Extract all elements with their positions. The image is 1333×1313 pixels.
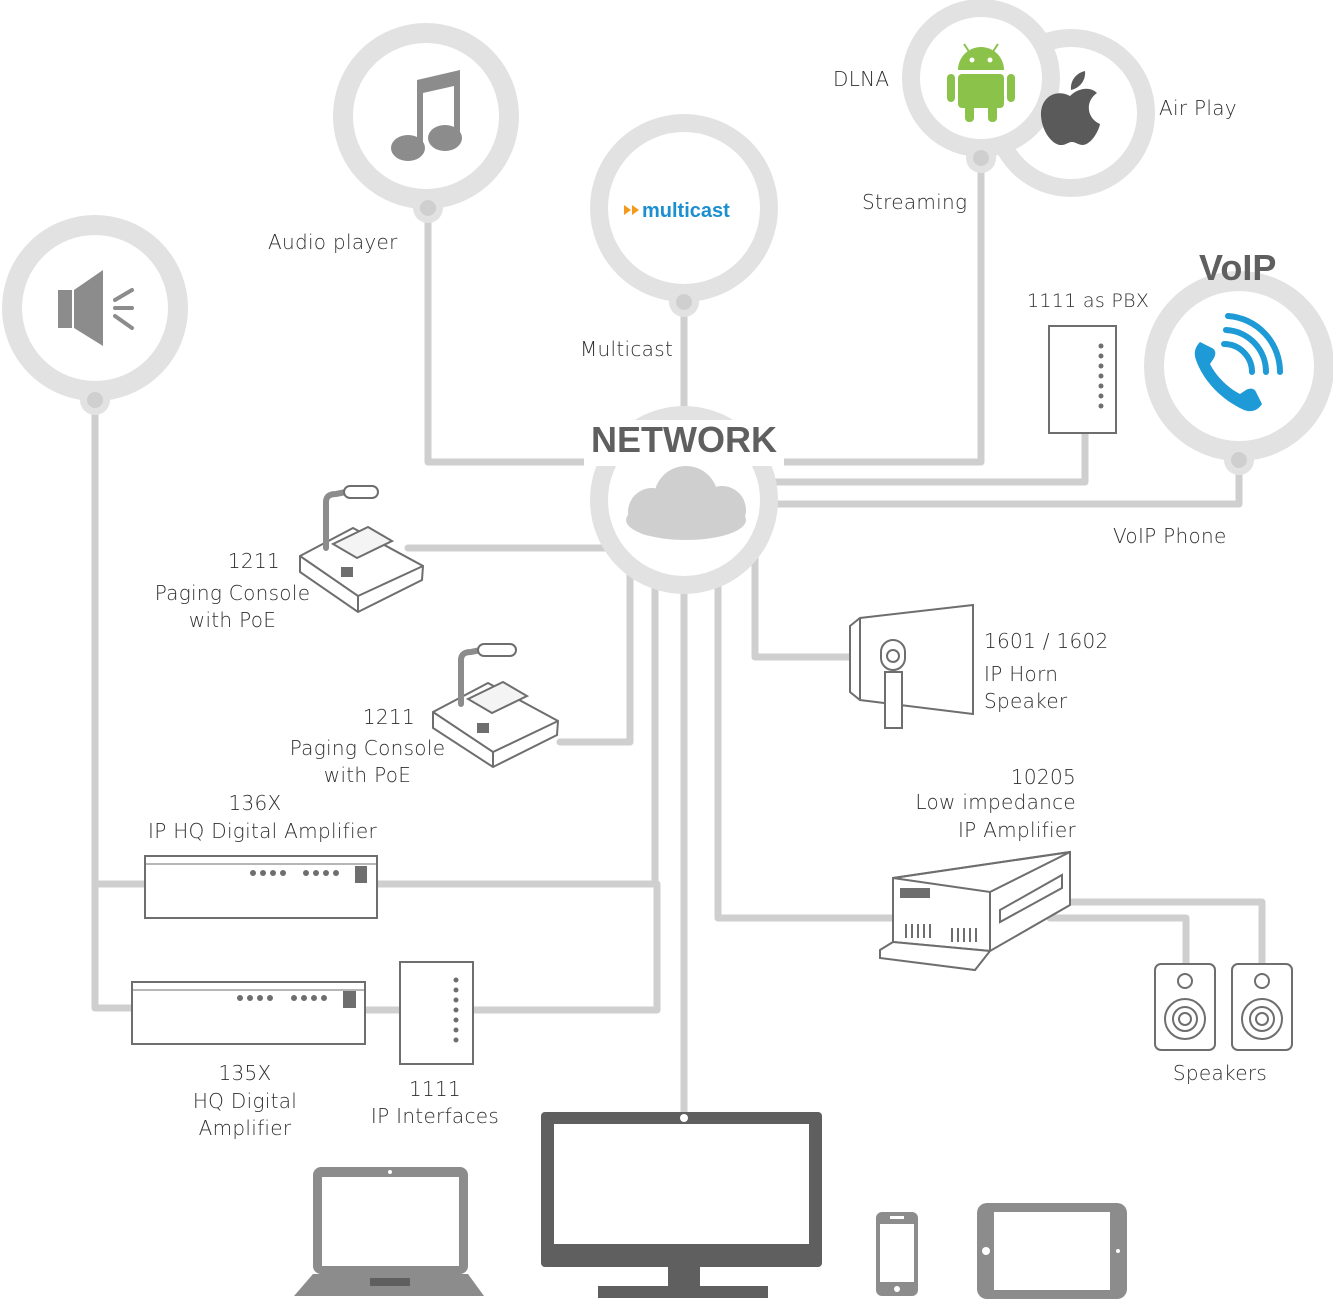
apple-icon	[1040, 71, 1100, 146]
ipif-line1: IP Interfaces	[370, 1104, 500, 1128]
amp135-model: 135X	[218, 1061, 272, 1085]
line-speaker-right	[1046, 898, 1266, 970]
amp135-line1: HQ Digital	[192, 1089, 298, 1113]
multicast-logo: multicast	[624, 200, 730, 222]
ipif-model: 1111	[408, 1077, 462, 1101]
console1-line1: Paging Console	[154, 581, 311, 605]
tablet-icon	[977, 1203, 1127, 1299]
speaker-right	[1231, 963, 1293, 1051]
amp10205-line2: IP Amplifier	[957, 818, 1076, 842]
connection-lines	[91, 158, 1266, 1116]
laptop-icon	[294, 1167, 484, 1296]
horn-line1: IP Horn	[984, 662, 1059, 686]
voip-source	[1144, 271, 1333, 475]
speaker-left	[1154, 963, 1216, 1051]
pbx-device	[1048, 325, 1117, 434]
monitor-icon	[541, 1112, 822, 1298]
streaming-source	[902, 0, 1155, 197]
console2-model: 1211	[362, 705, 415, 729]
network-title: NETWORK	[591, 419, 777, 460]
multicast-logo-text: multicast	[642, 200, 730, 222]
pbx-label: 1111 as PBX	[1027, 290, 1150, 312]
audio-player-label: Audio player	[268, 230, 398, 254]
multicast-label: Multicast	[580, 337, 674, 361]
airplay-label: Air Play	[1159, 96, 1237, 120]
network-hub: NETWORK	[584, 406, 784, 594]
multicast-source: multicast	[590, 114, 778, 317]
amplifier-135x	[131, 981, 366, 1045]
speakers-label: Speakers	[1172, 1061, 1268, 1085]
speaker-pair	[1154, 963, 1293, 1051]
amp10205-model: 10205	[1010, 765, 1076, 789]
cloud-icon	[626, 466, 746, 540]
paging-console-2	[432, 643, 560, 769]
voip-title: VoIP	[1199, 247, 1277, 288]
speaker-source	[2, 215, 188, 415]
line-horn	[751, 541, 856, 661]
phone-icon	[1194, 313, 1284, 412]
amp136-line1: IP HQ Digital Amplifier	[148, 819, 377, 843]
line-streaming	[766, 158, 985, 466]
voip-phone-label: VoIP Phone	[1113, 524, 1227, 548]
music-note-icon	[391, 70, 462, 161]
console2-line2: with PoE	[323, 763, 412, 787]
line-speaker-left	[1046, 914, 1190, 970]
console1-line2: with PoE	[188, 608, 277, 632]
console2-line1: Paging Console	[289, 736, 446, 760]
horn-line2: Speaker	[984, 689, 1068, 713]
horn-speaker	[849, 603, 974, 729]
paging-console-1	[299, 485, 425, 614]
streaming-label: Streaming	[862, 190, 968, 214]
console1-model: 1211	[227, 549, 280, 573]
horn-model: 1601 / 1602	[984, 629, 1109, 653]
audio-player-source	[333, 23, 519, 223]
line-pbx	[766, 430, 1089, 486]
ip-interface-1111	[399, 961, 474, 1065]
amp135-line2: Amplifier	[198, 1116, 292, 1140]
amplifier-10205	[879, 850, 1071, 972]
line-speaker-icon	[91, 396, 136, 1012]
line-console2	[556, 556, 634, 746]
speaker-icon	[58, 270, 103, 346]
phone-device-icon	[876, 1212, 918, 1296]
line-ipif	[469, 880, 661, 1014]
line-10205	[714, 581, 897, 922]
amplifier-136x	[144, 855, 378, 919]
amp136-model: 136X	[228, 791, 282, 815]
android-icon	[947, 43, 1015, 122]
line-voip	[766, 458, 1243, 508]
dlna-label: DLNA	[833, 67, 890, 91]
amp10205-line1: Low impedance	[915, 790, 1076, 814]
line-audio-player	[424, 206, 604, 466]
